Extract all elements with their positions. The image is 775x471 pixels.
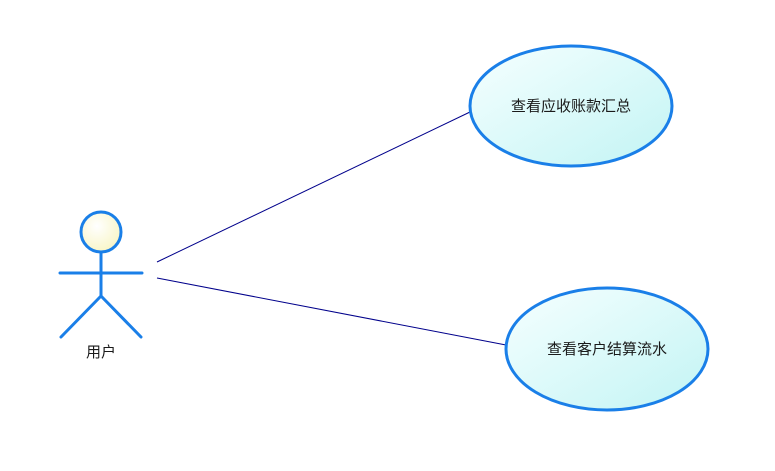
actor-head xyxy=(79,210,123,254)
use-case-receivables-summary[interactable]: 查看应收账款汇总 xyxy=(468,44,674,168)
stick-figure-actor-icon xyxy=(58,210,144,339)
use-case-label: 查看应收账款汇总 xyxy=(511,97,631,115)
actor-left-leg xyxy=(59,294,103,339)
actor-label: 用户 xyxy=(86,343,116,361)
association-line-summary[interactable] xyxy=(156,111,471,263)
use-case-ellipse xyxy=(468,44,674,168)
actor-user[interactable]: 用户 xyxy=(58,210,144,361)
actor-right-leg xyxy=(99,294,143,339)
use-case-customer-statement[interactable]: 查看客户结算流水 xyxy=(504,286,710,412)
use-case-label: 查看客户结算流水 xyxy=(547,340,667,358)
use-case-ellipse xyxy=(504,286,710,412)
association-line-statement[interactable] xyxy=(156,277,507,346)
